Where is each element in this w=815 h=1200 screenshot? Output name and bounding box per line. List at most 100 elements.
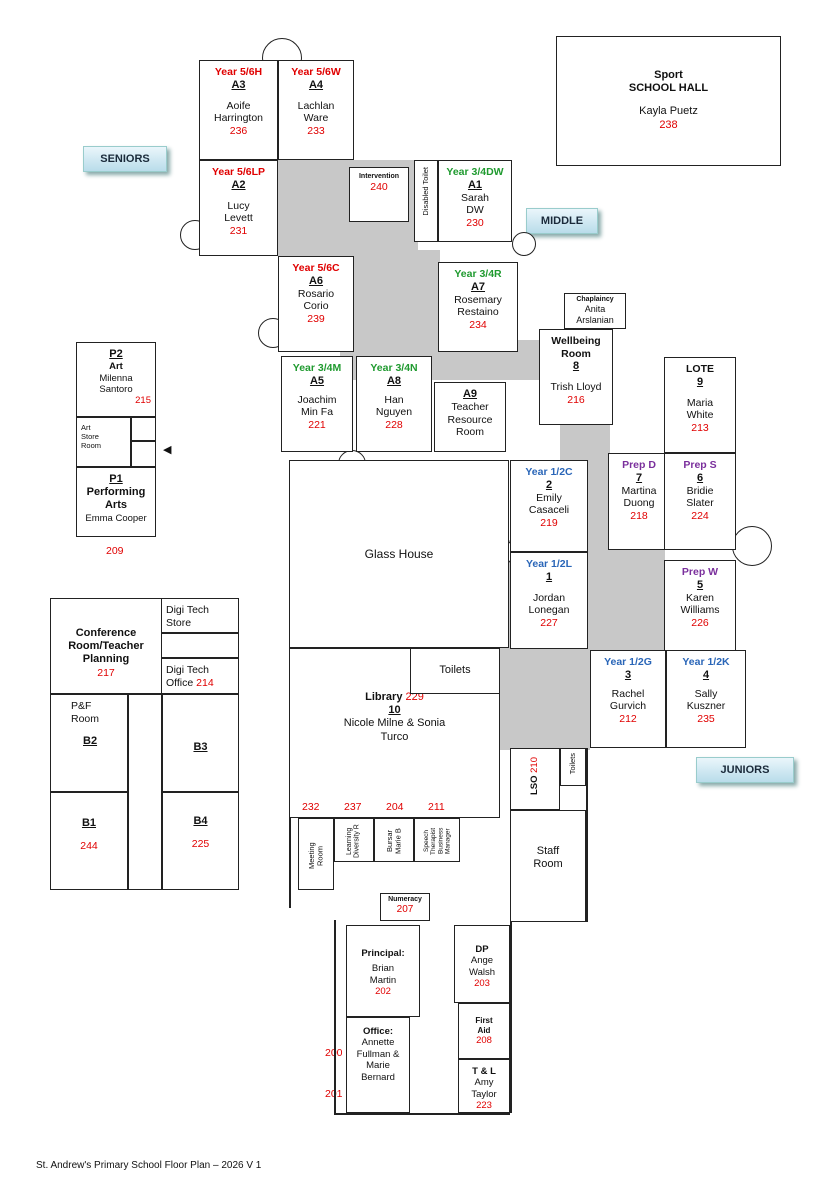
room-code: A8 [386, 374, 402, 387]
room-toilets-small: Toilets [560, 748, 586, 786]
room-staff: Staff Room [510, 810, 586, 922]
room-num: 230 [466, 216, 484, 229]
room-num: 213 [691, 421, 709, 434]
room-1: Year 1/2L 1 Jordan Lonegan 227 [510, 552, 588, 649]
room-digi-tech-store: Digi Tech Store [161, 598, 239, 633]
room-person: Bridie Slater [686, 484, 714, 510]
room-person: Ange Walsh [468, 955, 496, 978]
room-person: Rosario Corio [297, 287, 335, 313]
room-label: Toilets [439, 664, 471, 677]
room-lote: LOTE 9 Maria White 213 [664, 357, 736, 453]
room-wellbeing: Wellbeing Room 8 Trish Lloyd 216 [539, 329, 613, 425]
room-label: Year 3/4M [292, 362, 342, 374]
room-person: Aoife Harrington [213, 99, 264, 125]
room-num: 207 [396, 904, 414, 916]
room-code: P1 [109, 473, 123, 485]
room-num: 223 [476, 1100, 492, 1112]
room-7: Prep D 7 Martina Duong 218 [608, 453, 670, 550]
room-bursar: Bursar Marie B [374, 818, 414, 862]
room-num: 236 [229, 124, 248, 137]
room-person: Nicole Milne & Sonia Turco [343, 717, 446, 743]
room-num: 203 [474, 978, 490, 990]
room-6: Prep S 6 Bridie Slater 224 [664, 453, 736, 550]
room-b1: B1 244 [50, 792, 128, 890]
room-code: 1 [545, 570, 553, 583]
room-person: Karen Williams [680, 591, 720, 617]
room-2: Year 1/2C 2 Emily Casaceli 219 [510, 460, 588, 552]
room-num: 235 [697, 712, 715, 725]
room-label: Library 229 [365, 691, 424, 704]
seniors-tag: SENIORS [83, 146, 167, 172]
room-num: 224 [691, 509, 709, 522]
room-code: 9 [696, 375, 704, 388]
room-label: Prep S [683, 459, 717, 471]
room-code: 7 [635, 471, 643, 484]
room-code: A9 [462, 388, 478, 400]
room-a5: Year 3/4M A5 Joachim Min Fa 221 [281, 356, 353, 452]
room-label: Glass House [364, 546, 434, 561]
wall [334, 1113, 510, 1115]
room-digi-tech-store-2 [161, 633, 239, 658]
room-label: P&F Room [71, 700, 100, 725]
room-digi-tech-office: Digi Tech Office 214 [161, 658, 239, 694]
room-code: B3 [193, 741, 208, 753]
room-a1: Year 3/4DW A1 Sarah DW 230 [438, 160, 512, 242]
room-num: 227 [540, 616, 558, 629]
room-label: Speech Therapist Business Manager [422, 827, 452, 855]
room-label: Art [109, 361, 123, 373]
footer-caption: St. Andrew's Primary School Floor Plan –… [36, 1160, 262, 1171]
room-num: 221 [308, 418, 326, 431]
room-num-211: 211 [428, 801, 445, 813]
room-person: Jordan Lonegan [528, 591, 570, 617]
room-code: 8 [572, 360, 580, 373]
room-conference: Conference Room/Teacher Planning 217 [50, 598, 162, 694]
room-3: Year 1/2G 3 Rachel Gurvich 212 [590, 650, 666, 748]
room-num: 202 [375, 986, 391, 998]
room-5: Prep W 5 Karen Williams 226 [664, 560, 736, 652]
room-label: Art Store Room [81, 423, 102, 450]
wall [289, 818, 291, 908]
room-label: Numeracy [388, 896, 422, 903]
room-label: Principal: [361, 948, 405, 959]
wall [510, 922, 512, 1113]
room-code: B1 [81, 817, 97, 829]
room-num: 233 [307, 124, 325, 137]
room-person: Rosemary Restaino [454, 293, 502, 319]
room-code: B2 [83, 735, 98, 748]
room-label: Year 1/2K [682, 656, 730, 668]
room-meeting: Meeting Room [298, 818, 334, 890]
wall [586, 748, 588, 922]
room-num-232: 232 [302, 801, 320, 813]
room-first-aid: First Aid 208 [458, 1003, 510, 1059]
room-a3: Year 5/6H A3 Aoife Harrington 236 [199, 60, 278, 160]
room-label: Office: [362, 1026, 394, 1037]
room-chaplaincy: Chaplaincy Anita Arslanian [564, 293, 626, 329]
room-person: Teacher Resource Room [447, 401, 493, 439]
room-label: Year 5/6C [292, 262, 340, 274]
room-b4: B4 225 [162, 792, 239, 890]
room-label: Year 3/4DW [446, 166, 504, 178]
school-hall: Sport SCHOOL HALL Kayla Puetz 238 [556, 36, 781, 166]
room-person: Brian Martin [369, 963, 397, 986]
room-person: Maria White [686, 396, 714, 422]
room-label: Staff Room [533, 845, 563, 871]
juniors-tag: JUNIORS [696, 757, 794, 783]
room-person: Trish Lloyd [550, 381, 602, 394]
room-label: Year 5/6W [291, 66, 341, 78]
room-code: 10 [388, 704, 401, 717]
room-num: 225 [191, 838, 210, 851]
room-a8: Year 3/4N A8 Han Nguyen 228 [356, 356, 432, 452]
room-person: Anita Arslanian [576, 304, 614, 326]
room-label: Year 5/6H [214, 66, 263, 78]
room-principal: Principal: Brian Martin 202 [346, 925, 420, 1017]
room-label: LSO 210 [529, 757, 540, 795]
room-num: 218 [630, 509, 648, 522]
room-toilets: Toilets [410, 648, 500, 694]
room-label: Prep D [622, 459, 656, 471]
room-label: LOTE [686, 363, 714, 375]
door-arc [512, 232, 536, 256]
hallway [500, 640, 590, 750]
room-label: Meeting Room [306, 842, 324, 870]
room-num: 208 [476, 1035, 492, 1047]
middle-tag: MIDDLE [526, 208, 598, 234]
